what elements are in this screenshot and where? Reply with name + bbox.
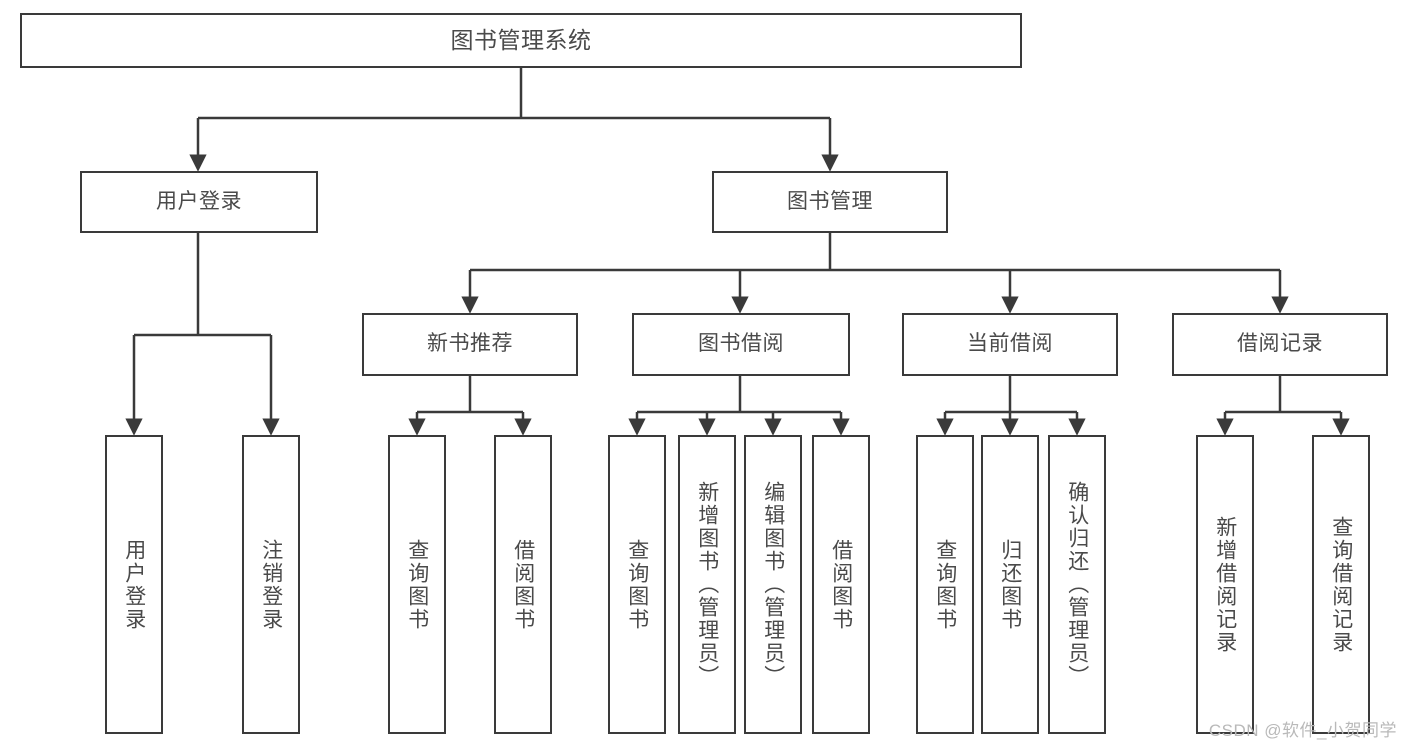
node-root-system[interactable]: 图书管理系统 <box>20 13 1022 68</box>
leaf-borrow-record-query[interactable]: 查询借阅记录 <box>1312 435 1370 734</box>
leaf-label: 查询图书 <box>405 538 429 631</box>
leaf-label: 编辑图书（管理员） <box>761 481 785 688</box>
node-label: 图书借阅 <box>698 332 784 356</box>
leaf-label: 注销登录 <box>259 538 283 631</box>
leaf-book-borrow-borrow[interactable]: 借阅图书 <box>812 435 870 734</box>
node-user-login[interactable]: 用户登录 <box>80 171 318 233</box>
leaf-label: 查询图书 <box>933 538 957 631</box>
node-label: 图书管理系统 <box>450 27 592 54</box>
leaf-label: 查询借阅记录 <box>1329 515 1353 654</box>
leaf-label: 新增图书（管理员） <box>695 481 719 688</box>
leaf-label: 借阅图书 <box>829 538 853 631</box>
node-current-borrow[interactable]: 当前借阅 <box>902 313 1118 376</box>
leaf-borrow-record-add[interactable]: 新增借阅记录 <box>1196 435 1254 734</box>
leaf-book-borrow-query[interactable]: 查询图书 <box>608 435 666 734</box>
leaf-label: 确认归还（管理员） <box>1065 481 1089 688</box>
leaf-label: 用户登录 <box>122 538 146 631</box>
leaf-label: 借阅图书 <box>511 538 535 631</box>
node-borrow-record[interactable]: 借阅记录 <box>1172 313 1388 376</box>
leaf-book-borrow-edit[interactable]: 编辑图书（管理员） <box>744 435 802 734</box>
node-new-book-recommend[interactable]: 新书推荐 <box>362 313 578 376</box>
leaf-book-borrow-add[interactable]: 新增图书（管理员） <box>678 435 736 734</box>
leaf-label: 新增借阅记录 <box>1213 515 1237 654</box>
leaf-current-borrow-confirm[interactable]: 确认归还（管理员） <box>1048 435 1106 734</box>
node-label: 借阅记录 <box>1237 332 1323 356</box>
node-label: 用户登录 <box>156 189 242 213</box>
node-label: 新书推荐 <box>427 332 513 356</box>
leaf-label: 归还图书 <box>998 538 1022 631</box>
node-book-management[interactable]: 图书管理 <box>712 171 948 233</box>
leaf-new-book-borrow[interactable]: 借阅图书 <box>494 435 552 734</box>
leaf-label: 查询图书 <box>625 538 649 631</box>
leaf-current-borrow-return[interactable]: 归还图书 <box>981 435 1039 734</box>
watermark: CSDN @软件_小贺同学 <box>1208 721 1397 740</box>
node-label: 图书管理 <box>787 189 873 213</box>
leaf-user-login-signin[interactable]: 用户登录 <box>105 435 163 734</box>
leaf-new-book-query[interactable]: 查询图书 <box>388 435 446 734</box>
node-label: 当前借阅 <box>967 332 1053 356</box>
node-book-borrow[interactable]: 图书借阅 <box>632 313 850 376</box>
leaf-user-login-signout[interactable]: 注销登录 <box>242 435 300 734</box>
leaf-current-borrow-query[interactable]: 查询图书 <box>916 435 974 734</box>
